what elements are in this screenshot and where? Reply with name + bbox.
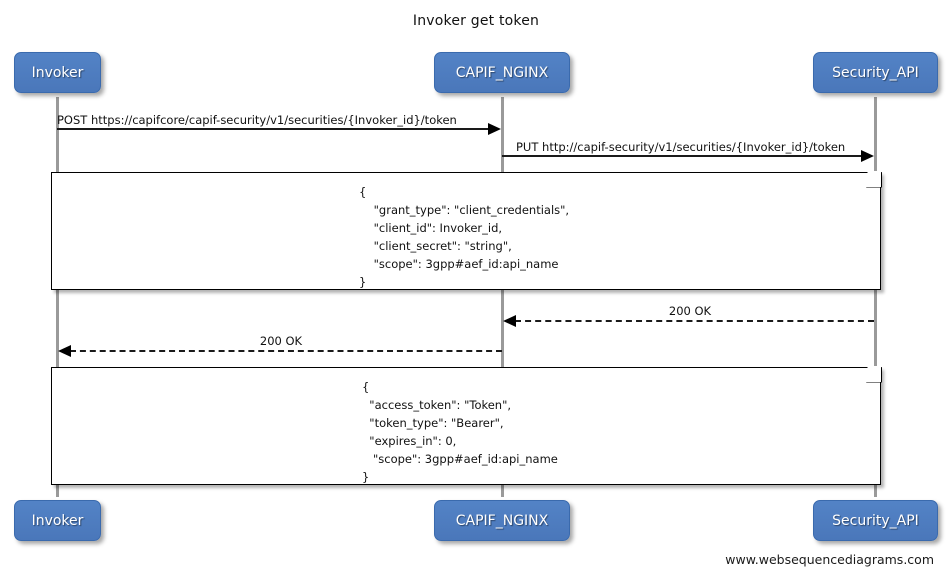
participant-bottom-capif-nginx[interactable]: CAPIF_NGINX	[434, 500, 570, 541]
message-4-arrowhead-icon	[58, 345, 71, 357]
participant-label: Security_API	[832, 64, 919, 81]
message-2-label: PUT http://capif-security/v1/securities/…	[516, 140, 846, 154]
lifeline-invoker	[56, 97, 59, 497]
participant-label: CAPIF_NGINX	[455, 64, 549, 81]
message-3-arrowhead-icon	[503, 315, 516, 327]
message-3-label: 200 OK	[668, 304, 712, 318]
participant-top-invoker[interactable]: Invoker	[14, 52, 101, 93]
note-response-body-text: { "access_token": "Token", "token_type":…	[362, 380, 558, 484]
diagram-title: Invoker get token	[412, 13, 540, 29]
message-2-line	[502, 155, 862, 157]
lifeline-capif-nginx	[501, 97, 504, 497]
note-request-body: { "grant_type": "client_credentials", "c…	[51, 171, 882, 290]
participant-top-security-api[interactable]: Security_API	[813, 52, 938, 93]
participant-bottom-invoker[interactable]: Invoker	[14, 500, 101, 541]
participant-top-capif-nginx[interactable]: CAPIF_NGINX	[434, 52, 570, 93]
participant-label: Security_API	[832, 512, 919, 529]
message-4-label: 200 OK	[259, 334, 303, 348]
message-4-line	[70, 350, 502, 352]
message-1-label: POST https://capifcore/capif-security/v1…	[57, 113, 457, 127]
note-response-body: { "access_token": "Token", "token_type":…	[51, 366, 882, 485]
message-1-line	[57, 128, 489, 130]
participant-label: CAPIF_NGINX	[455, 512, 549, 529]
watermark-credit: www.websequencediagrams.com	[725, 552, 934, 567]
message-2-arrowhead-icon	[861, 150, 874, 162]
message-1-arrowhead-icon	[488, 123, 501, 135]
lifeline-security-api	[874, 97, 877, 497]
participant-bottom-security-api[interactable]: Security_API	[813, 500, 938, 541]
note-request-body-text: { "grant_type": "client_credentials", "c…	[359, 185, 570, 289]
message-3-line	[515, 320, 874, 322]
participant-label: Invoker	[31, 64, 84, 81]
participant-label: Invoker	[31, 512, 84, 529]
